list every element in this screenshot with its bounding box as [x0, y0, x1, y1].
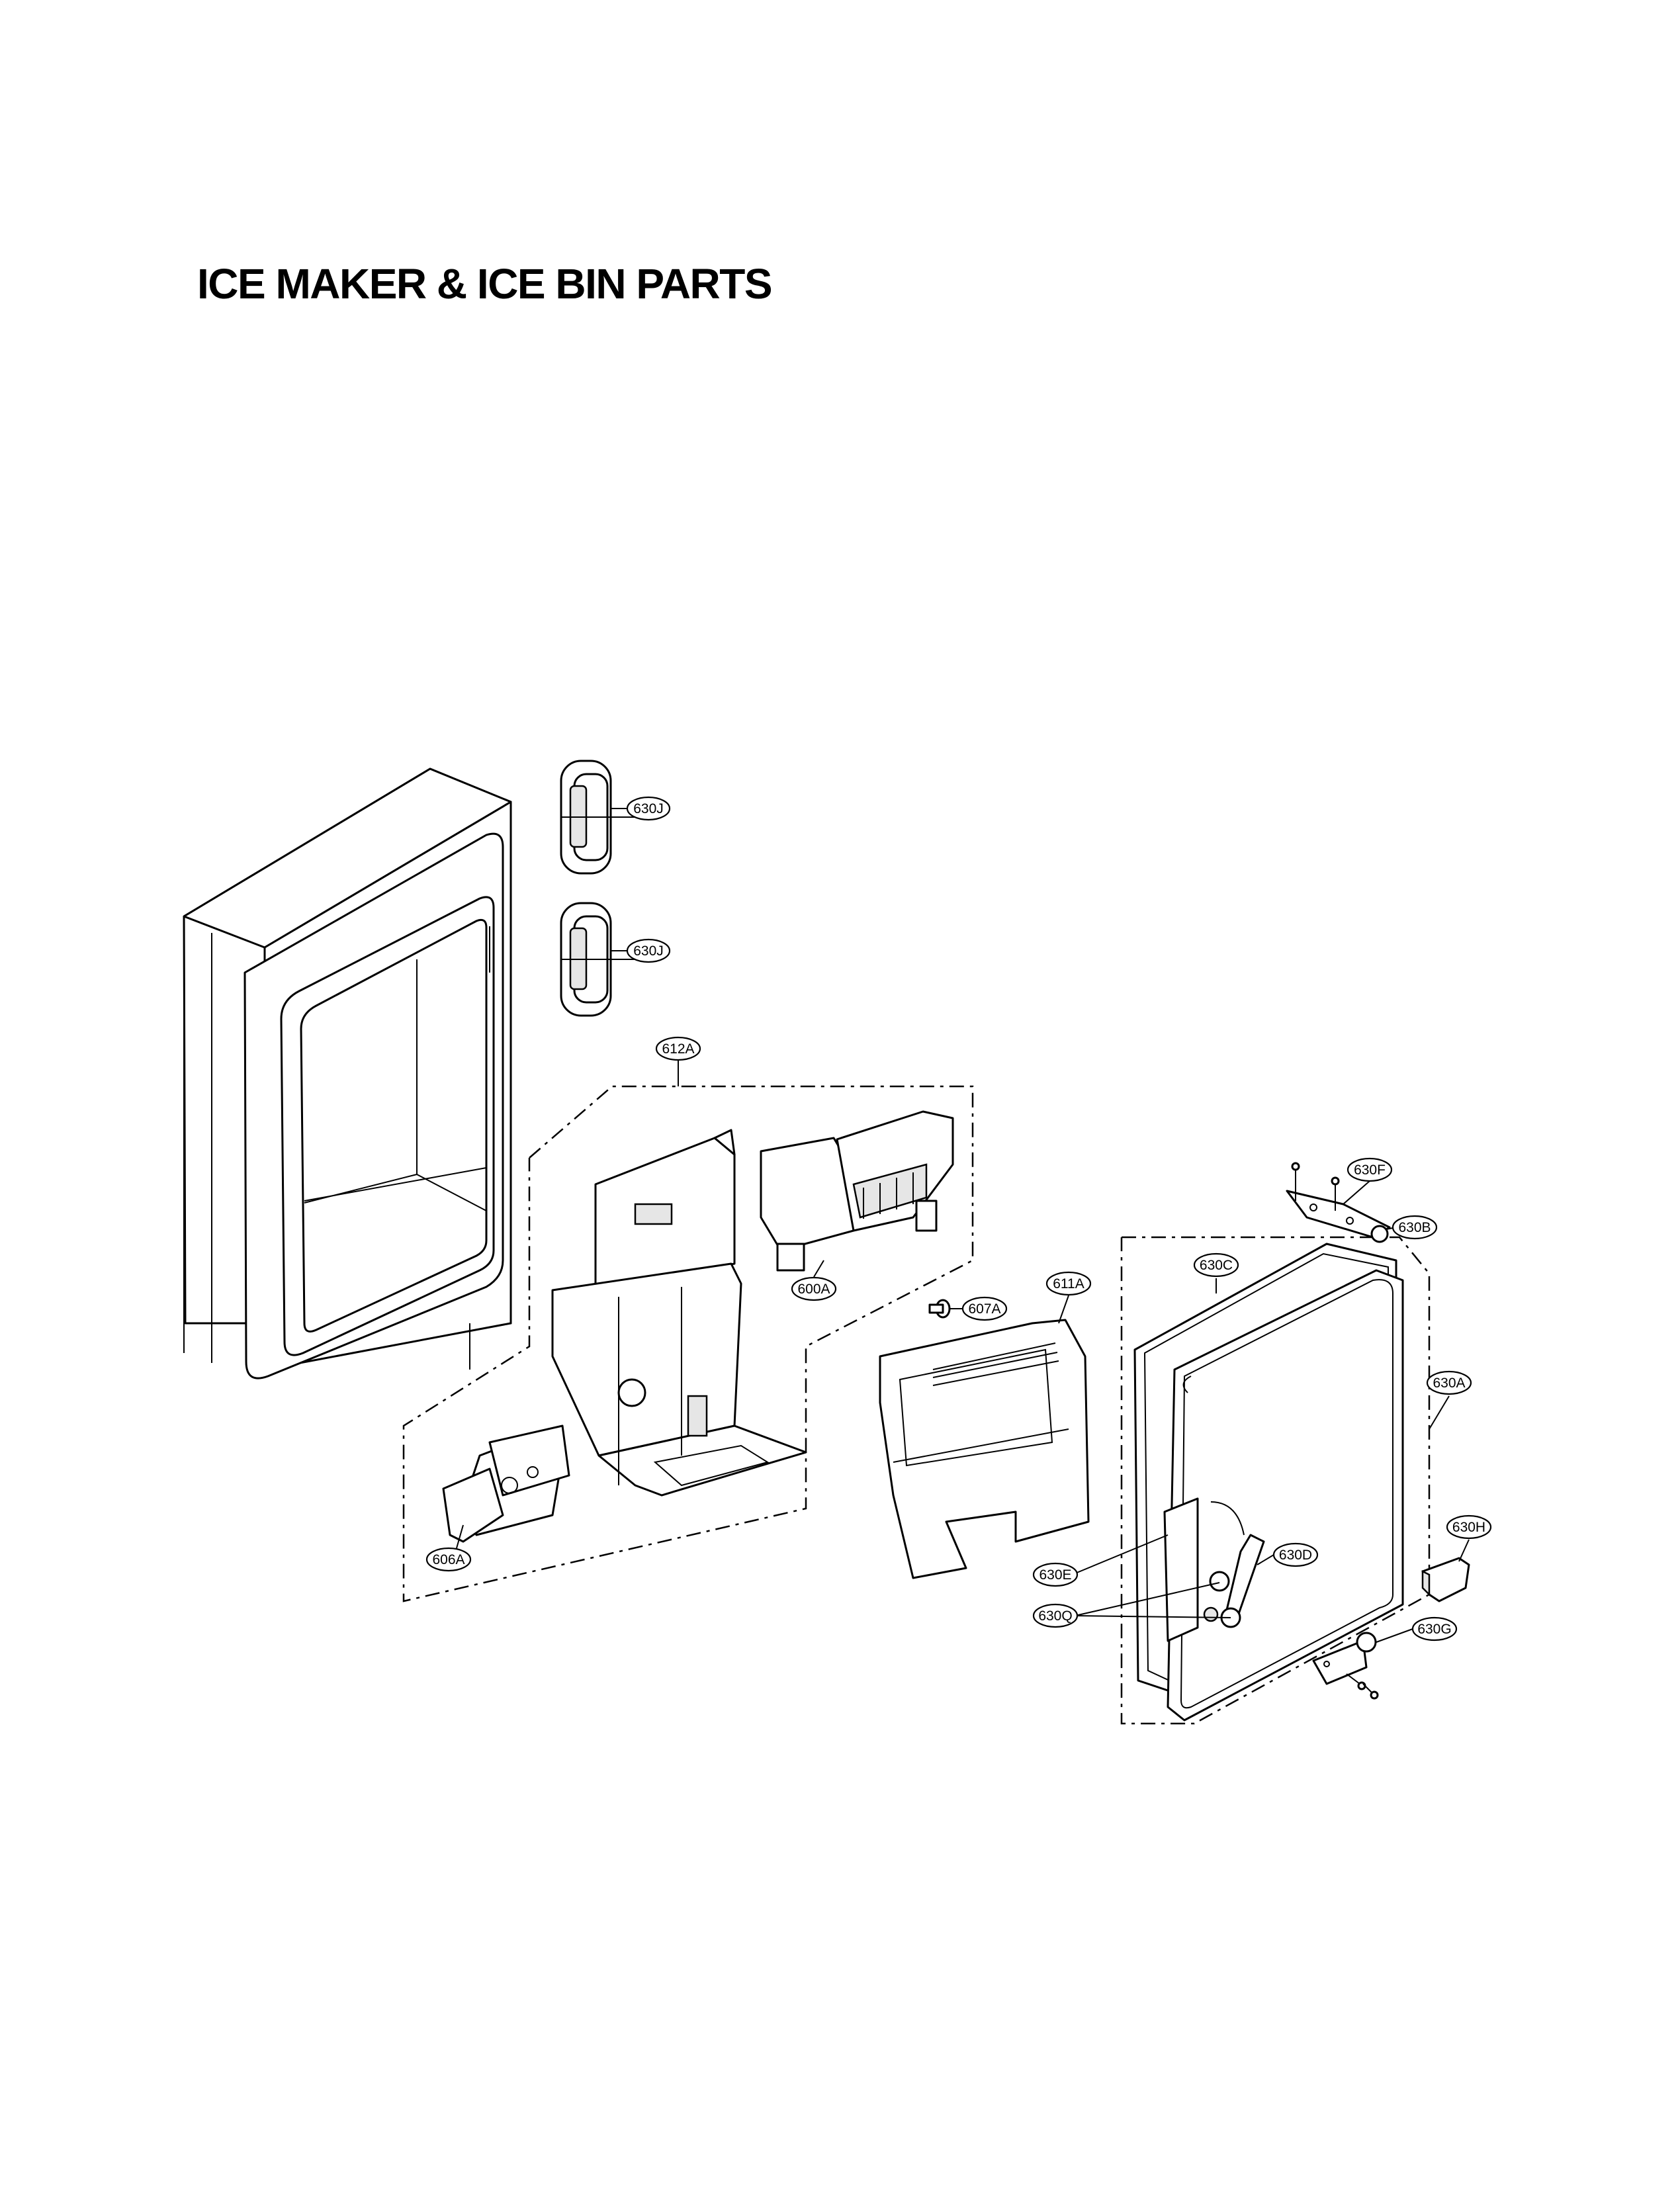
hinge-plate-630E — [1163, 1497, 1199, 1642]
callout-630G: 630G — [1411, 1616, 1458, 1641]
callout-label: 630B — [1398, 1220, 1431, 1235]
door-liner — [183, 767, 512, 1379]
callout-label: 630J — [633, 801, 664, 816]
callout-label: 630H — [1452, 1520, 1485, 1535]
callout-label: 630Q — [1038, 1608, 1072, 1624]
upper-hinge-630F — [1286, 1162, 1391, 1243]
callout-630A: 630A — [1426, 1370, 1472, 1395]
callout-label: 612A — [662, 1041, 694, 1057]
callout-label: 630C — [1200, 1258, 1233, 1273]
callout-label: 630A — [1433, 1376, 1465, 1391]
callout-label: 630J — [633, 943, 664, 959]
callout-606A: 606A — [425, 1547, 472, 1572]
callout-630J-bottom: 630J — [626, 938, 671, 963]
ice-maker-bracket — [551, 1129, 807, 1497]
callout-612A: 612A — [655, 1036, 701, 1061]
callout-630H: 630H — [1446, 1514, 1492, 1540]
assembly-612A-outline — [402, 1085, 974, 1602]
callout-600A: 600A — [791, 1276, 837, 1301]
callout-label: 607A — [968, 1301, 1000, 1317]
ice-maker — [760, 1110, 954, 1272]
callout-630D: 630D — [1272, 1542, 1319, 1567]
callout-label: 630F — [1354, 1162, 1386, 1178]
callout-label: 600A — [797, 1282, 830, 1297]
callout-611A: 611A — [1045, 1271, 1092, 1296]
ice-chute-seal-lower — [560, 902, 635, 1017]
callout-label: 630D — [1279, 1548, 1312, 1563]
callout-630F: 630F — [1347, 1157, 1393, 1182]
callout-label: 611A — [1053, 1276, 1084, 1291]
callout-label: 606A — [432, 1552, 464, 1567]
bracket-606A — [442, 1424, 570, 1543]
screw-607A — [928, 1299, 951, 1319]
callout-label: 630E — [1039, 1567, 1071, 1583]
callout-label: 630G — [1417, 1622, 1451, 1637]
callout-630J-top: 630J — [626, 796, 671, 821]
ice-chute-seal-upper — [560, 760, 635, 875]
ice-maker-cover — [879, 1319, 1090, 1579]
callout-630Q: 630Q — [1032, 1603, 1079, 1628]
callout-607A: 607A — [961, 1296, 1008, 1321]
page-title: ICE MAKER & ICE BIN PARTS — [197, 260, 773, 308]
leader-lines — [456, 808, 1470, 1643]
callout-630B: 630B — [1392, 1215, 1438, 1240]
latch-630D — [1203, 1501, 1265, 1628]
callout-630C: 630C — [1193, 1252, 1239, 1278]
lower-hinge-630G — [1312, 1632, 1379, 1700]
clip-630H — [1421, 1557, 1470, 1602]
callout-630E: 630E — [1032, 1562, 1079, 1587]
